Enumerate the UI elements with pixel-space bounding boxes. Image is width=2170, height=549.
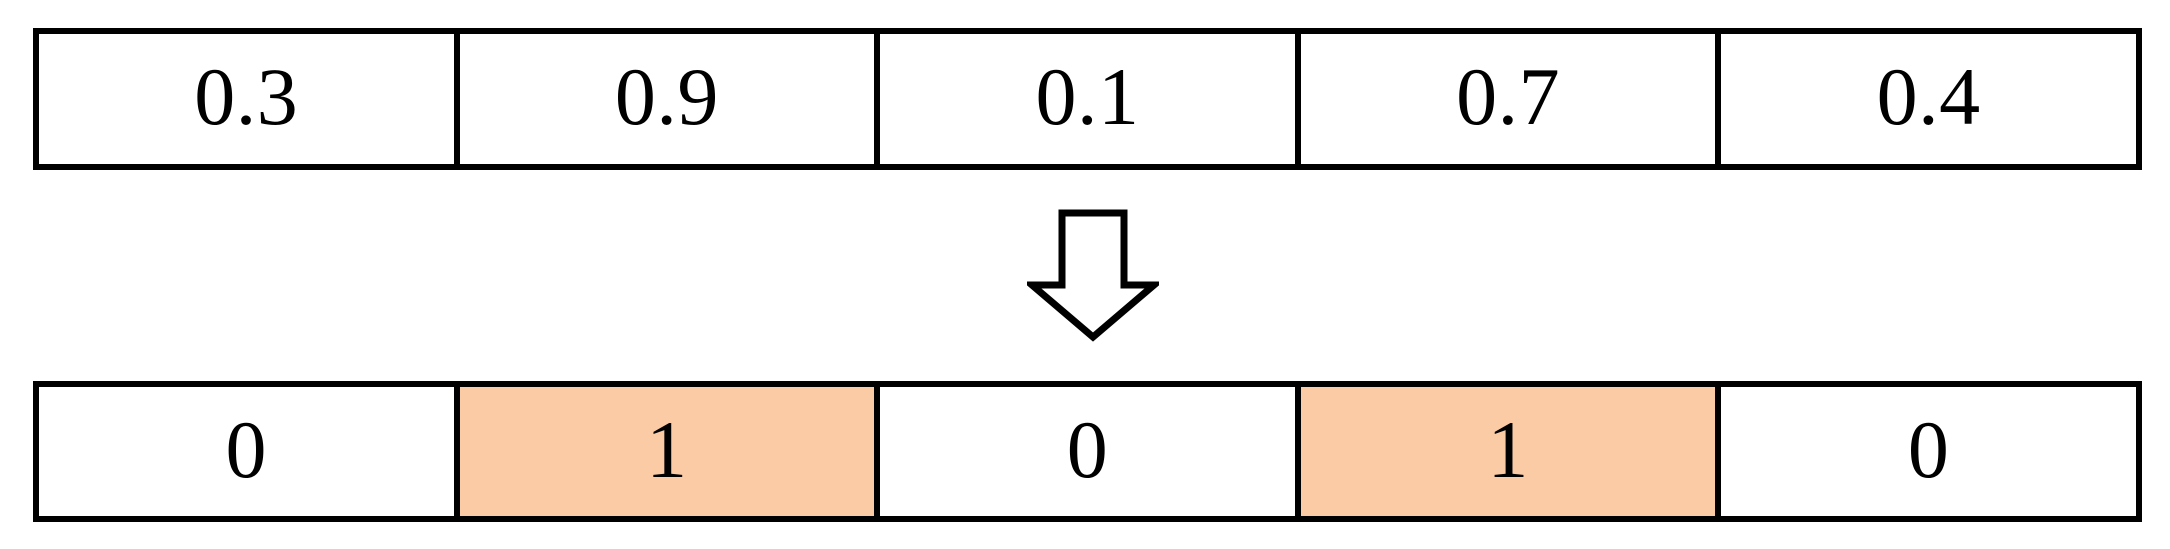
input-array-row: 0.3 0.9 0.1 0.7 0.4 (33, 28, 2142, 170)
output-cell-3: 1 (1300, 387, 1722, 516)
input-cell-4: 0.4 (1721, 34, 2136, 164)
input-cell-3: 0.7 (1300, 34, 1722, 164)
output-cell-0: 0 (39, 387, 460, 516)
input-cell-1: 0.9 (459, 34, 881, 164)
down-arrow-shape (1027, 209, 1159, 342)
output-cell-2: 0 (880, 387, 1301, 516)
input-cell-2-value: 0.1 (1035, 51, 1140, 142)
output-cell-4: 0 (1721, 387, 2136, 516)
output-cell-2-value: 0 (1066, 403, 1109, 495)
input-cell-3-value: 0.7 (1456, 51, 1561, 142)
down-arrow-icon (1027, 208, 1159, 342)
output-cell-3-value: 1 (1487, 403, 1529, 495)
output-cell-4-value: 0 (1907, 403, 1950, 495)
output-cell-0-value: 0 (225, 403, 268, 495)
output-cell-1-value: 1 (646, 403, 688, 495)
input-cell-0-value: 0.3 (194, 51, 299, 142)
output-cell-1: 1 (459, 387, 881, 516)
input-cell-0: 0.3 (39, 34, 460, 164)
input-cell-2: 0.1 (880, 34, 1301, 164)
output-array-row: 0 1 0 1 0 (33, 381, 2142, 522)
input-cell-1-value: 0.9 (614, 51, 719, 142)
input-cell-4-value: 0.4 (1876, 51, 1981, 142)
